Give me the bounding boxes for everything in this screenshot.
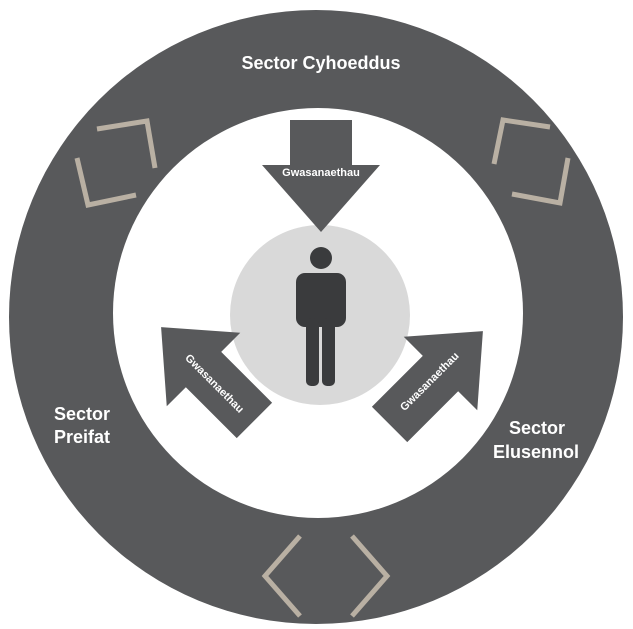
sector-private-label-line1: Sector	[54, 404, 110, 424]
sector-private-label-line2: Preifat	[54, 427, 110, 447]
arrow-right	[371, 331, 483, 443]
bracket-icon-top-right	[491, 117, 571, 206]
arrow-top-label: Gwasanaethau	[282, 167, 360, 179]
bracket-icon-bottom	[261, 534, 391, 618]
person-icon	[296, 247, 346, 386]
sector-charity-label-line2: Elusennol	[493, 442, 579, 462]
arrow-top: Gwasanaethau	[262, 120, 380, 232]
arrow-left	[161, 327, 273, 439]
bracket-icon-top-left	[74, 118, 158, 208]
sector-charity-label-line1: Sector	[509, 418, 565, 438]
sector-public-label: Sector Cyhoeddus	[241, 53, 400, 73]
